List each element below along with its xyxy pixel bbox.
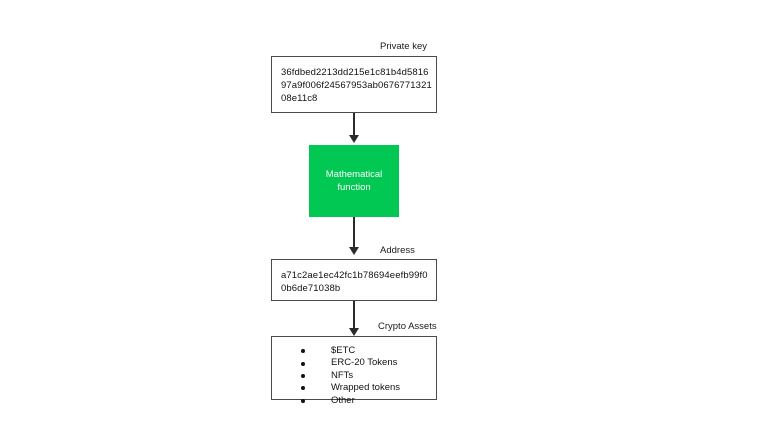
list-item-label: Other bbox=[331, 394, 355, 406]
crypto-assets-label: Crypto Assets bbox=[378, 321, 437, 332]
list-item: NFTs bbox=[301, 370, 400, 382]
arrow-address-to-crypto-assets bbox=[349, 301, 359, 336]
crypto-assets-list: $ETC ERC-20 Tokens NFTs Wrapped tokens O… bbox=[301, 345, 400, 407]
private-key-label: Private key bbox=[380, 41, 427, 52]
bullet-icon bbox=[301, 398, 305, 403]
mathematical-function-label: Mathematical function bbox=[325, 169, 383, 193]
address-box: a71c2ae1ec42fc1b78694eefb99f0 0b6de71038… bbox=[271, 259, 437, 301]
mathematical-function-box: Mathematical function bbox=[309, 145, 399, 217]
private-key-value: 36fdbed2213dd215e1c81b4d5816 97a9f006f24… bbox=[281, 67, 432, 105]
list-item-label: ERC-20 Tokens bbox=[331, 357, 398, 369]
private-key-box: 36fdbed2213dd215e1c81b4d5816 97a9f006f24… bbox=[271, 56, 437, 113]
arrow-private-key-to-function bbox=[349, 113, 359, 143]
list-item-label: $ETC bbox=[331, 345, 356, 356]
list-item: Wrapped tokens bbox=[301, 382, 400, 394]
crypto-assets-box: $ETC ERC-20 Tokens NFTs Wrapped tokens O… bbox=[271, 336, 437, 406]
bullet-icon bbox=[301, 386, 305, 391]
list-item: ERC-20 Tokens bbox=[301, 357, 400, 369]
address-value: a71c2ae1ec42fc1b78694eefb99f0 0b6de71038… bbox=[281, 270, 428, 295]
list-item-label: NFTs bbox=[331, 369, 354, 381]
arrow-function-to-address bbox=[349, 217, 359, 255]
address-label: Address bbox=[380, 245, 415, 256]
bullet-icon bbox=[301, 374, 305, 379]
list-item: Other bbox=[301, 395, 400, 407]
list-item: $ETC bbox=[301, 345, 400, 357]
bullet-icon bbox=[301, 349, 305, 354]
bullet-icon bbox=[301, 361, 305, 366]
list-item-label: Wrapped tokens bbox=[331, 382, 401, 394]
